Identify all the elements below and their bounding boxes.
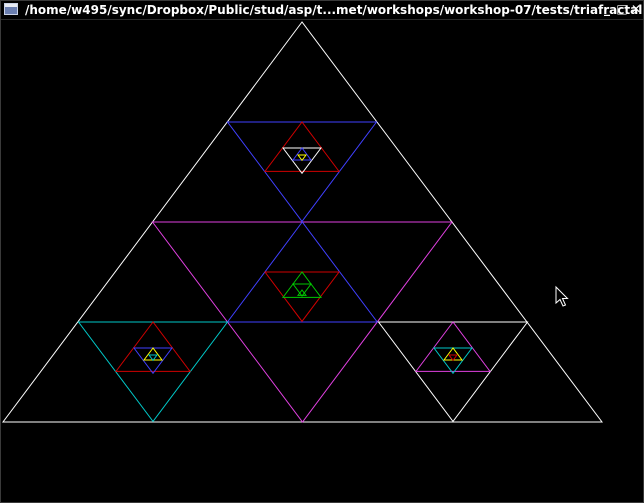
fractal-canvas[interactable]	[1, 20, 643, 502]
right-speck-triangle	[448, 354, 458, 362]
top-speck-triangle	[297, 154, 307, 162]
window-app-icon[interactable]	[4, 3, 18, 15]
triangle-fractal-drawing	[2, 21, 603, 423]
left-nested-triangle	[115, 321, 191, 372]
center-small-triangle	[282, 271, 322, 298]
window-title: /home/w495/sync/Dropbox/Public/stud/asp/…	[25, 3, 643, 17]
titlebar[interactable]: /home/w495/sync/Dropbox/Public/stud/asp/…	[1, 1, 643, 20]
mouse-pointer-icon	[555, 285, 569, 307]
minimize-icon[interactable]: _	[604, 2, 610, 16]
right-nested-triangle	[415, 321, 491, 372]
left-speck-triangle	[148, 354, 158, 362]
cursor-layer	[555, 285, 569, 307]
close-icon[interactable]: ✕	[630, 2, 642, 16]
center-tiny-triangle	[292, 283, 312, 297]
center-speck-triangle	[297, 289, 307, 296]
top-nested-triangle	[264, 121, 340, 172]
maximize-icon[interactable]: □	[616, 2, 628, 16]
